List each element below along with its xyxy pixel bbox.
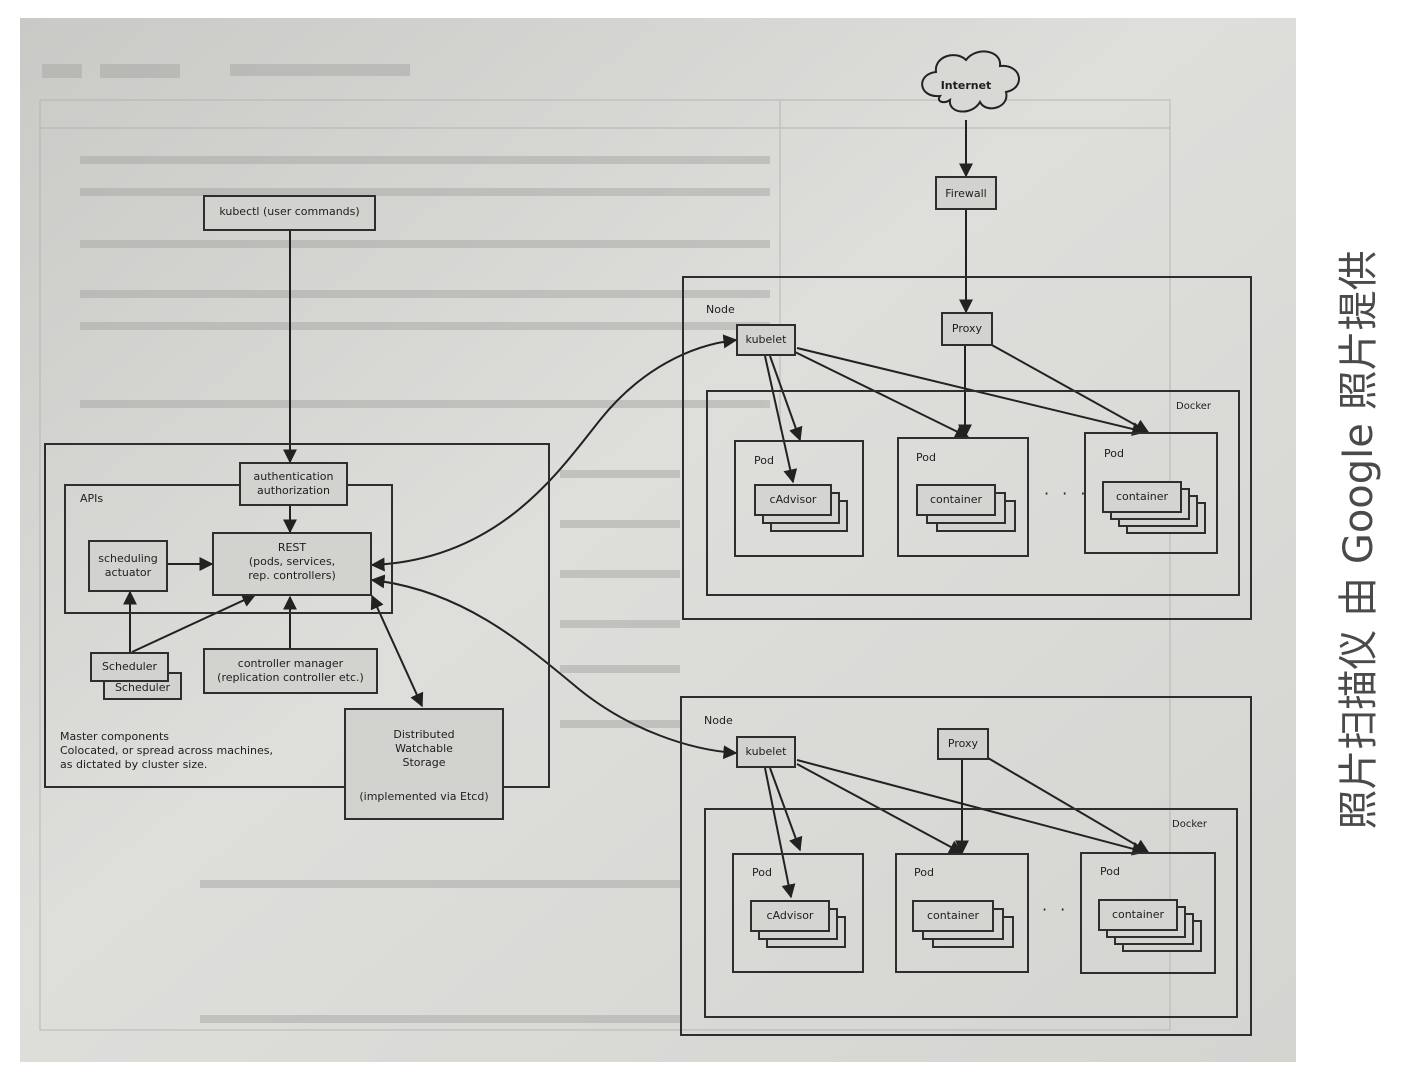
- node-2-kubelet-box: [736, 736, 796, 768]
- node-1-pod-3-label: Pod: [1104, 447, 1124, 460]
- node-2-pod-1: [732, 853, 864, 973]
- node-1-label: Node: [706, 303, 735, 316]
- node-2-pod-2: [895, 853, 1029, 973]
- node-2-proxy-label: Proxy: [947, 737, 979, 750]
- scheduling-actuator-label: scheduling actuator: [98, 552, 158, 579]
- node-2-container-2-box: [912, 900, 994, 932]
- master-components-box: [44, 443, 550, 788]
- node-1-container-3-box: [1102, 481, 1182, 513]
- node-1-cadvisor-label: cAdvisor: [769, 493, 817, 506]
- node-2-ellipsis: · · ·: [1042, 900, 1088, 919]
- node-2-container-3-box: [1098, 899, 1178, 931]
- apis-box: [64, 484, 393, 614]
- internet-cloud-icon: [921, 50, 1020, 113]
- firewall-label: Firewall: [945, 187, 987, 200]
- node-1-ellipsis: · · ·: [1044, 484, 1090, 503]
- arrow-n2-proxy-pod3: [987, 757, 1150, 853]
- node-1-container-2-box: [916, 484, 996, 516]
- node-1-docker-label: Docker: [1176, 401, 1212, 412]
- scheduler-label: Scheduler: [101, 660, 158, 673]
- distributed-storage-box: [344, 708, 504, 820]
- node-2-pod-1-label: Pod: [752, 866, 772, 879]
- arrow-n2-kubelet-cadvisor-b: [764, 767, 796, 899]
- node-2-container-2-label: container: [926, 909, 980, 922]
- scheduling-actuator-box: [88, 540, 168, 592]
- auth-label: authentication authorization: [253, 470, 334, 497]
- node-2-label: Node: [704, 714, 733, 727]
- node-2-cadvisor-label: cAdvisor: [766, 909, 814, 922]
- node-1-docker-box: [706, 390, 1240, 596]
- arrow-n2-kubelet-pod3: [796, 759, 1147, 856]
- node-2-docker-label: Docker: [1172, 819, 1208, 830]
- node-1-pod-1: [734, 440, 864, 557]
- master-caption: Master components Colocated, or spread a…: [60, 730, 274, 771]
- node-1-proxy-label: Proxy: [951, 322, 983, 335]
- node-1-container-3-label: container: [1115, 490, 1169, 503]
- arrow-scheduler-rest: [131, 593, 257, 653]
- apis-label: APIs: [80, 492, 104, 505]
- node-1-cadvisor-box: [754, 484, 832, 516]
- auth-box: [239, 462, 348, 506]
- node-1-pod-2-label: Pod: [916, 451, 936, 464]
- arrow-n1-kubelet-pod2: [794, 351, 970, 438]
- node-2-pod-2-label: Pod: [914, 866, 934, 879]
- distributed-storage-label: Distributed Watchable Storage: [393, 728, 455, 769]
- scheduler-box: [90, 652, 169, 682]
- scheduler-back-label: Scheduler: [114, 681, 171, 694]
- node-2-box: [680, 696, 1252, 1036]
- node-1-kubelet-box: [736, 324, 796, 356]
- rest-label: REST (pods, services, rep. controllers): [248, 541, 336, 582]
- arrow-n1-proxy-pod3: [989, 343, 1150, 433]
- node-2-container-3-label: container: [1111, 908, 1165, 921]
- node-2-cadvisor-box: [750, 900, 830, 932]
- node-1-pod-2: [897, 437, 1029, 557]
- kubectl-box: [203, 195, 376, 231]
- arrow-rest-node2-kubelet: [370, 574, 738, 760]
- node-2-pod-3-label: Pod: [1100, 865, 1120, 878]
- rest-box: [212, 532, 372, 596]
- storage-implementation-label: (implemented via Etcd): [359, 790, 489, 803]
- watermark-caption: 照片扫描仪 由 Google 照片提供: [1300, 18, 1410, 1062]
- node-2-docker-box: [704, 808, 1238, 1018]
- arrow-n1-kubelet-cadvisor-b: [764, 355, 798, 484]
- node-1-kubelet-label: kubelet: [745, 333, 787, 346]
- controller-manager-box: [203, 648, 378, 694]
- node-1-proxy-box: [941, 312, 993, 346]
- node-2-proxy-box: [937, 728, 989, 760]
- node-1-container-2-label: container: [929, 493, 983, 506]
- firewall-box: [935, 176, 997, 210]
- node-2-kubelet-label: kubelet: [745, 745, 787, 758]
- kubectl-label: kubectl (user commands): [219, 205, 360, 218]
- node-2-pod-3: [1080, 852, 1216, 974]
- watermark-text: 照片扫描仪 由 Google 照片提供: [1336, 250, 1382, 830]
- arrow-n1-kubelet-cadvisor-a: [769, 355, 803, 442]
- node-1-box: [682, 276, 1252, 620]
- node-1-pod-1-label: Pod: [754, 454, 774, 467]
- node-1-pod-3: [1084, 432, 1218, 554]
- controller-manager-label: controller manager (replication controll…: [217, 657, 364, 684]
- internet-label: Internet: [940, 79, 992, 92]
